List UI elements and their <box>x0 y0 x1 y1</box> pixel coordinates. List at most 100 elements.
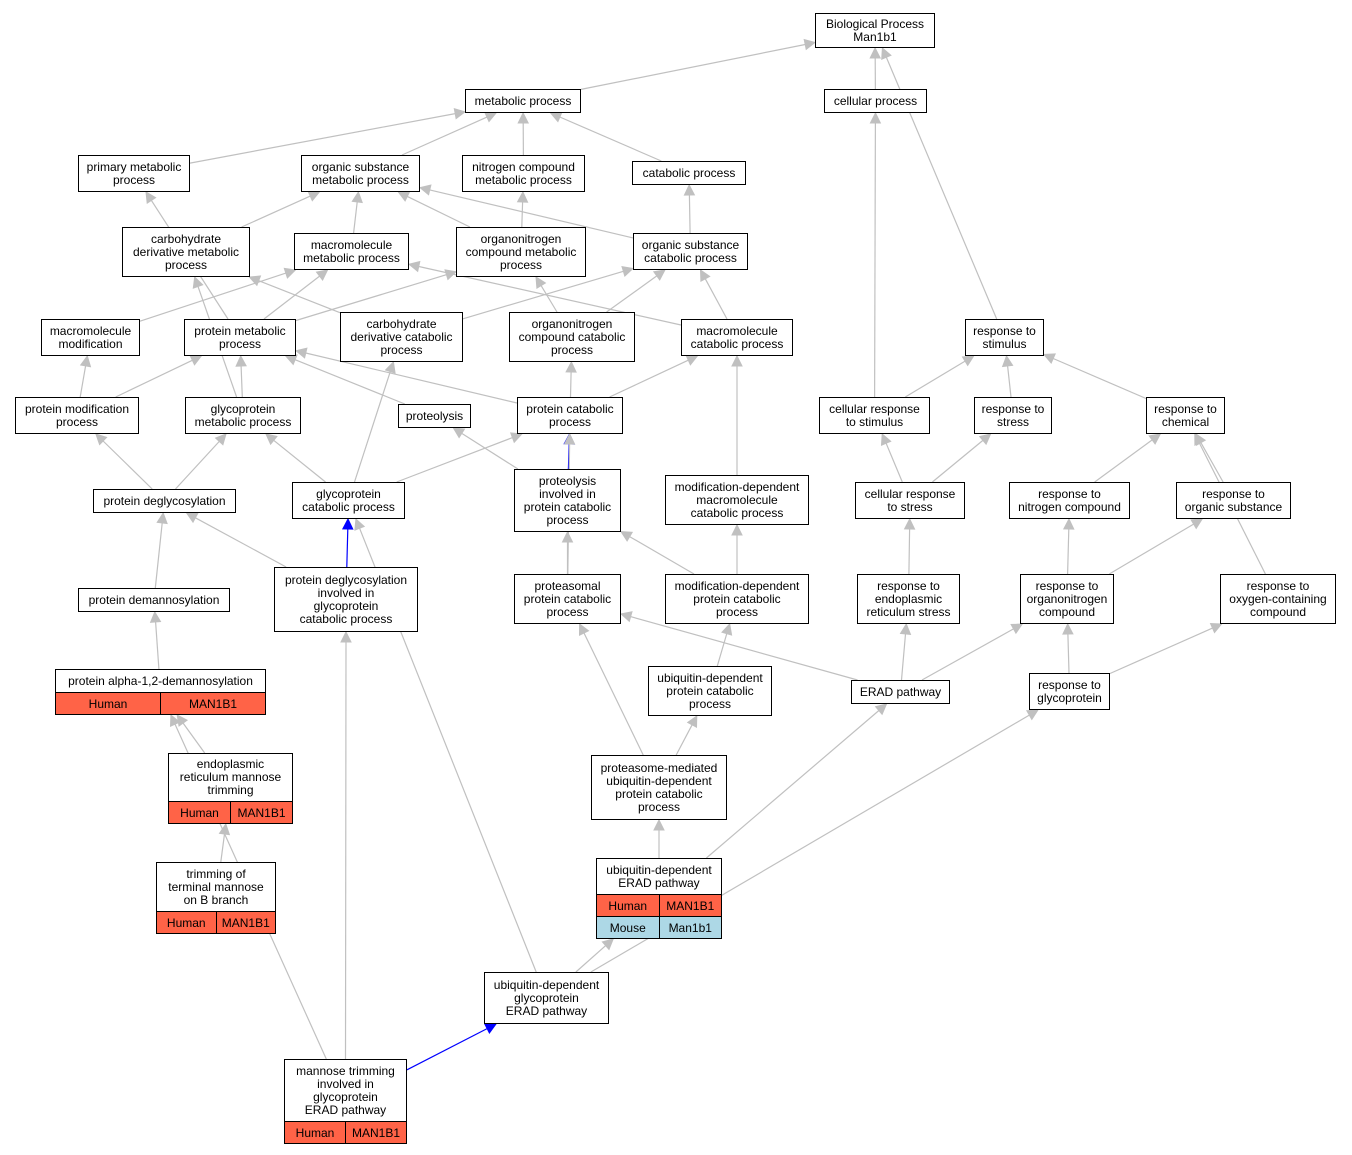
go-term-label: protein alpha-1,2-demannosylation <box>68 673 253 688</box>
go-term-label: carbohydrate derivative metabolic proces… <box>132 231 240 272</box>
arrowhead <box>1025 709 1039 721</box>
go-term-macro-cat[interactable]: macromolecule catabolic process <box>681 319 793 356</box>
go-term-label: cellular response to stress <box>864 486 956 514</box>
edge-carb_deriv_cat-to-carb_deriv_met <box>258 280 341 314</box>
go-term-label: proteolysis involved in protein cataboli… <box>523 473 612 527</box>
go-term-macro-met[interactable]: macromolecule metabolic process <box>294 233 409 270</box>
go-term-org-sub-cat[interactable]: organic substance catabolic process <box>633 233 748 270</box>
go-term-label: organonitrogen compound catabolic proces… <box>518 316 626 357</box>
go-term-proteasome-med[interactable]: proteasome-mediated ubiquitin-dependent … <box>591 755 727 820</box>
arrowhead <box>549 111 563 123</box>
go-term-label: glycoprotein metabolic process <box>194 401 292 429</box>
go-term-erad[interactable]: ERAD pathway <box>851 680 950 704</box>
go-term-proteolysis[interactable]: proteolysis <box>398 404 471 428</box>
go-term-protein-met[interactable]: protein metabolic process <box>184 319 296 356</box>
arrowhead <box>176 714 189 727</box>
go-term-mannose-trim[interactable]: mannose trimming involved in glycoprotei… <box>284 1059 407 1144</box>
edge-protein_mod-to-macro_mod <box>79 365 87 398</box>
arrowhead <box>683 183 696 196</box>
go-term-nitro-met[interactable]: nitrogen compound metabolic process <box>462 155 585 192</box>
go-term-moddep-protein-cat[interactable]: modification-dependent protein catabolic… <box>665 574 809 624</box>
go-term-proteasomal[interactable]: proteasomal protein catabolic process <box>514 574 621 624</box>
go-term-protein-demann[interactable]: protein demannosylation <box>78 588 230 612</box>
go-term-resp-chem[interactable]: response to chemical <box>1146 397 1225 434</box>
arrowhead <box>1042 353 1056 365</box>
go-term-glycoprotein-cat[interactable]: glycoprotein catabolic process <box>292 482 405 519</box>
arrowhead <box>881 46 892 60</box>
go-term-bp[interactable]: Biological Process Man1b1 <box>815 13 935 48</box>
go-term-resp-glycoprotein[interactable]: response to glycoprotein <box>1029 673 1110 710</box>
go-term-resp-stim[interactable]: response to stimulus <box>965 319 1044 356</box>
arrowhead <box>294 347 308 359</box>
go-term-catabolic[interactable]: catabolic process <box>632 161 746 185</box>
go-term-glycoprotein-met[interactable]: glycoprotein metabolic process <box>185 397 301 434</box>
go-term-label: organic substance metabolic process <box>311 159 410 187</box>
go-term-protein-deglyc[interactable]: protein deglycosylation <box>93 489 236 513</box>
arrowhead <box>484 111 498 123</box>
arrowhead <box>685 355 699 366</box>
edge-erad-to-resp_orgnitro <box>921 628 1014 681</box>
go-term-carb-deriv-met[interactable]: carbohydrate derivative metabolic proces… <box>122 227 250 277</box>
edge-resp_glycoprotein-to-resp_orgnitro <box>1067 633 1070 674</box>
go-term-resp-oxygen[interactable]: response to oxygen-containing compound <box>1220 574 1336 624</box>
go-term-proteolysis-inv[interactable]: proteolysis involved in protein cataboli… <box>514 469 621 532</box>
edge-glycoprotein_met-to-protein_met <box>240 365 243 398</box>
go-term-resp-nitro[interactable]: response to nitrogen compound <box>1009 482 1130 519</box>
edge-glycoprotein_cat-to-protein_cat <box>396 437 513 483</box>
arrowhead <box>869 46 882 59</box>
go-term-resp-er-stress[interactable]: response to endoplasmic reticulum stress <box>857 574 960 624</box>
arrowhead <box>1148 433 1162 445</box>
go-term-resp-orgnitro[interactable]: response to organonitrogen compound <box>1020 574 1114 624</box>
go-term-label: mannose trimming involved in glycoprotei… <box>296 1063 395 1117</box>
edge-ubdep_erad-to-erad <box>706 710 880 859</box>
go-term-label: metabolic process <box>474 93 572 108</box>
go-term-label: macromolecule metabolic process <box>303 237 400 265</box>
go-term-label: protein modification process <box>24 401 130 429</box>
go-term-label: proteolysis <box>405 408 464 423</box>
arrowhead <box>620 531 634 542</box>
go-term-label: cellular process <box>833 93 918 108</box>
edge-primary_met-to-metabolic <box>189 113 456 164</box>
go-term-protein-cat[interactable]: protein catabolic process <box>517 397 623 434</box>
edge-orgnitro_met-to-nitro_met <box>521 201 524 228</box>
edge-resp_nitro-to-resp_chem <box>1094 439 1153 483</box>
go-term-protein-deglyc-inv[interactable]: protein deglycosylation involved in glyc… <box>274 567 418 632</box>
go-term-trim-terminal[interactable]: trimming of terminal mannose on B branch… <box>156 862 276 934</box>
gene-cell: MAN1B1 <box>215 912 276 933</box>
arrowhead <box>578 622 590 637</box>
go-term-primary-met[interactable]: primary metabolic process <box>78 155 190 192</box>
go-term-protein-mod[interactable]: protein modification process <box>15 397 139 434</box>
edge-protein_deglyc-to-protein_mod <box>102 440 153 490</box>
go-term-metabolic[interactable]: metabolic process <box>465 89 581 113</box>
go-term-label: response to glycoprotein <box>1037 677 1102 705</box>
arrowhead <box>248 275 262 287</box>
go-term-cell-resp-stress[interactable]: cellular response to stress <box>855 482 965 519</box>
edge-carb_deriv_cat-to-org_sub_cat <box>462 270 624 320</box>
go-term-org-sub-met[interactable]: organic substance metabolic process <box>301 155 420 192</box>
go-term-orgnitro-cat[interactable]: organonitrogen compound catabolic proces… <box>509 312 635 362</box>
go-term-moddep-macro-cat[interactable]: modification-dependent macromolecule cat… <box>665 475 809 525</box>
go-term-macro-mod[interactable]: macromolecule modification <box>41 319 140 356</box>
arrowhead <box>145 191 157 204</box>
go-term-label: macromolecule modification <box>49 323 132 351</box>
arrowhead <box>407 260 421 273</box>
arrowhead <box>354 517 366 531</box>
go-term-ubdep-protein-cat[interactable]: ubiquitin-dependent protein catabolic pr… <box>648 666 772 716</box>
go-term-resp-stress[interactable]: response to stress <box>974 397 1052 434</box>
go-term-resp-org-sub[interactable]: response to organic substance <box>1176 482 1291 519</box>
go-term-orgnitro-met[interactable]: organonitrogen compound metabolic proces… <box>456 227 586 277</box>
go-term-cell-resp-stim[interactable]: cellular response to stimulus <box>819 397 930 434</box>
arrowhead <box>265 433 278 446</box>
go-term-ubdep-glyco-erad[interactable]: ubiquitin-dependent glycoprotein ERAD pa… <box>484 972 609 1024</box>
edge-org_sub_cat-to-org_sub_met <box>429 189 634 239</box>
go-term-cellular[interactable]: cellular process <box>824 89 927 113</box>
arrowhead <box>315 269 329 282</box>
arrowhead <box>284 354 298 366</box>
go-term-label: protein catabolic process <box>526 401 614 429</box>
go-term-carb-deriv-cat[interactable]: carbohydrate derivative catabolic proces… <box>340 312 463 362</box>
